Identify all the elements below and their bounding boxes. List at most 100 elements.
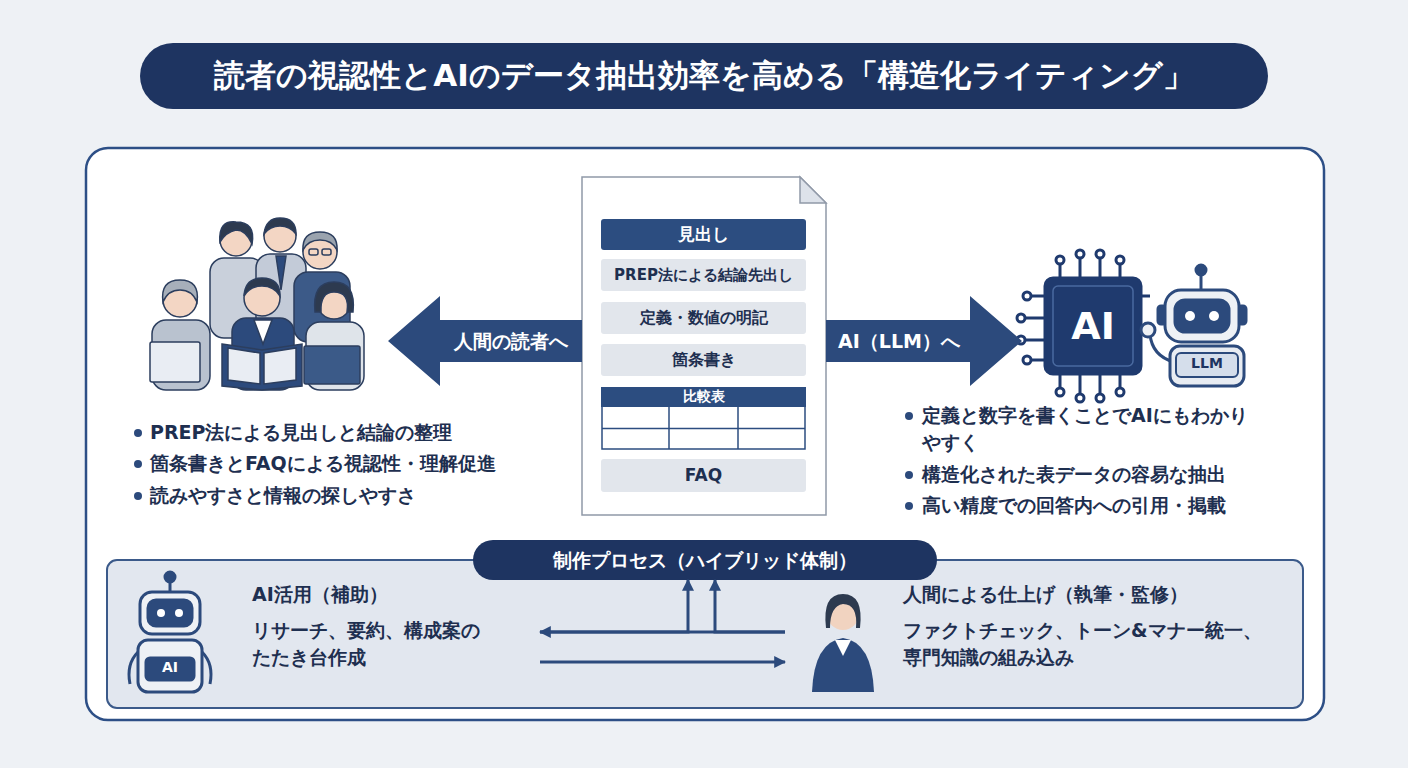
svg-circle (905, 502, 913, 510)
robot-icon (129, 572, 211, 692)
svg-path (163, 280, 198, 302)
svg-path (254, 320, 272, 344)
arrow-body (388, 296, 582, 386)
svg-path (303, 232, 337, 250)
node-text: 人間の読者へ (444, 320, 578, 362)
svg-circle (1076, 394, 1084, 402)
svg-path (222, 344, 302, 390)
svg-circle (1116, 256, 1124, 264)
flow-arrow (540, 661, 785, 664)
svg-rect (322, 249, 331, 255)
title-bar (140, 43, 1268, 109)
svg-circle (1141, 323, 1155, 337)
svg-path (800, 177, 826, 203)
content-box: PREP法による結論先出し (601, 259, 806, 291)
svg-rect (150, 342, 200, 382)
node-text: PREP法による結論先出し (614, 265, 793, 286)
svg-rect (1176, 353, 1238, 377)
process-step: AI活用（補助） リサーチ、要約、構成案の たたき台作成 (120, 575, 540, 700)
svg-circle (1096, 394, 1104, 402)
content-box: FAQ (601, 459, 806, 492)
svg-path (825, 594, 860, 628)
svg-circle (1116, 388, 1124, 396)
svg-circle (1096, 250, 1104, 258)
svg-path (220, 222, 253, 244)
svg-path (1025, 258, 1150, 394)
robot-label: LLM (1176, 354, 1238, 374)
node-text: 見出し (678, 223, 729, 247)
block-arrow: AI（LLM）へ (826, 296, 1022, 386)
ai-chip-icon (1017, 250, 1150, 402)
svg-rect (1170, 346, 1244, 386)
bullet-text: 箇条書きとFAQによる視認性・理解促進 (150, 450, 570, 477)
person-icon (812, 594, 874, 692)
svg-circle (1017, 314, 1025, 322)
svg-circle (165, 572, 175, 582)
svg-rect (309, 249, 318, 255)
svg-circle (1185, 311, 1195, 321)
robot-icon (1141, 265, 1246, 386)
arrow-body (826, 296, 1022, 386)
svg-rect (304, 346, 360, 384)
svg-rect (1045, 278, 1141, 374)
node-text: 箇条書き (672, 349, 736, 371)
svg-path (812, 638, 874, 692)
node-text: 制作プロセス（ハイブリッド体制） (553, 547, 857, 574)
process-step: 人間による仕上げ（執筆・監修）ファクトチェック、トーン&マナー統一、 専門知識の… (785, 575, 1290, 700)
svg-circle (1023, 356, 1031, 364)
svg-circle (134, 460, 142, 468)
table-header: 比較表 (601, 387, 806, 407)
content-box: 箇条書き (601, 344, 806, 376)
svg-path (264, 348, 296, 384)
svg-rect (1165, 290, 1239, 342)
flow-arrow (715, 580, 785, 632)
node-text: 定義・数値の明記 (640, 307, 768, 329)
bullet-dots (134, 412, 913, 510)
bullet-text: 高い精度での回答内への引用・掲載 (922, 492, 1302, 519)
bullet-text: 定義と数字を書くことでAIにもわかり やすく (922, 402, 1282, 455)
heading-box: 見出し (601, 219, 806, 250)
svg-path (582, 177, 826, 515)
svg-circle (1196, 265, 1206, 275)
flow-arrow (540, 631, 785, 634)
svg-circle (134, 492, 142, 500)
node-text: AI（LLM）へ (830, 320, 968, 362)
node-text: リサーチ、要約、構成案の たたき台作成 (252, 617, 527, 670)
node-text: 比較表 (683, 387, 725, 407)
bullet-text: 構造化された表データの容易な抽出 (922, 461, 1302, 488)
svg-path (264, 218, 296, 234)
node-text: FAQ (685, 464, 722, 488)
svg-rect (1175, 300, 1229, 332)
document-sheet (582, 177, 826, 515)
svg-circle (134, 429, 142, 437)
block-arrow: 人間の読者へ (388, 296, 582, 386)
svg-path (835, 640, 851, 656)
bullet-text: PREP法による見出しと結論の整理 (150, 419, 550, 446)
main-panel (86, 148, 1324, 720)
svg-rect (148, 600, 192, 626)
svg-circle (1023, 292, 1031, 300)
svg-rect (138, 640, 202, 692)
svg-circle (905, 471, 913, 479)
svg-path (244, 278, 280, 296)
process-panel (107, 560, 1303, 708)
bullet-text: 読みやすさと情報の探しやすさ (150, 482, 550, 509)
svg-rect (146, 658, 194, 680)
readers-illustration (150, 218, 364, 390)
table-box: 比較表 (601, 387, 806, 450)
node-text: AI活用（補助） (252, 581, 532, 608)
svg-circle (157, 609, 165, 617)
table-lines (602, 388, 805, 449)
diagram-title: 読者の視認性とAIのデータ抽出効率を高める「構造化ライティング」 (140, 43, 1268, 109)
node-text: 人間による仕上げ（執筆・監修） (903, 581, 1288, 608)
svg-circle (905, 412, 913, 420)
flow-arrow (540, 580, 688, 632)
robot-label: AI (146, 658, 194, 678)
svg-circle (1076, 250, 1084, 258)
svg-circle (175, 609, 183, 617)
svg-path (315, 282, 354, 312)
svg-circle (1209, 311, 1219, 321)
